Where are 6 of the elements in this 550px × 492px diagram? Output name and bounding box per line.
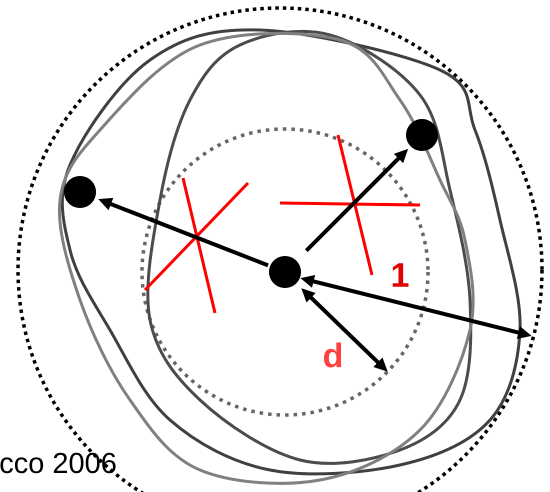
text-label: 1 xyxy=(392,263,408,287)
text-label: d xyxy=(324,342,342,368)
dot xyxy=(269,256,301,288)
dot xyxy=(64,176,96,208)
dot xyxy=(406,119,438,151)
text-label: cco 2006 xyxy=(0,452,116,474)
